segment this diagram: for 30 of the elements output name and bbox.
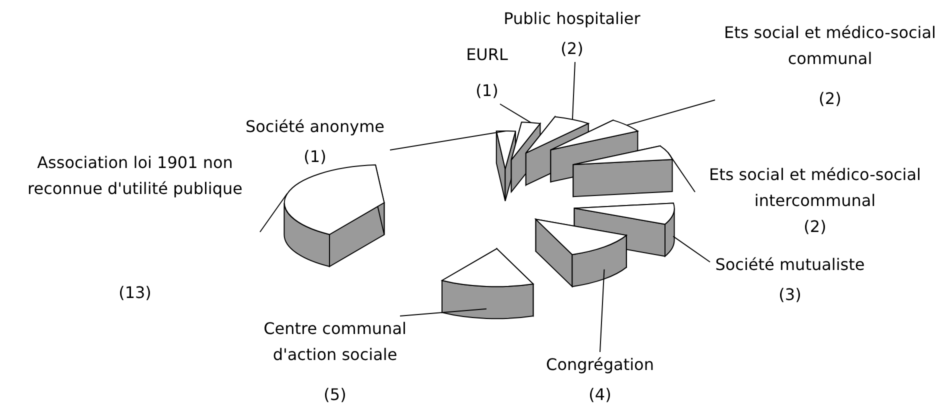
leader-line bbox=[626, 100, 716, 126]
value-label: (3) bbox=[778, 284, 802, 306]
pie-wedge bbox=[572, 145, 673, 198]
leader-line bbox=[667, 152, 696, 192]
leader-line bbox=[500, 104, 532, 124]
category-label: Association loi 1901 non reconnue d'utilité publique bbox=[26, 152, 244, 200]
value-label: (1) bbox=[476, 80, 498, 102]
leader-line bbox=[260, 192, 288, 232]
leader-line bbox=[390, 130, 506, 150]
value-label: (2) bbox=[560, 38, 584, 60]
category-label: Ets social et médico-social communal bbox=[722, 22, 937, 70]
value-label: (5) bbox=[324, 384, 346, 406]
leader-line bbox=[400, 308, 487, 316]
category-label: Congrégation bbox=[546, 354, 654, 376]
value-label: (13) bbox=[118, 282, 152, 304]
category-label: Ets social et médico-social intercommunal bbox=[708, 164, 922, 212]
category-label: Centre communal d'action sociale bbox=[262, 318, 408, 366]
pie-wedge bbox=[442, 248, 534, 320]
value-label: (4) bbox=[588, 384, 612, 406]
category-label: Société anonyme bbox=[245, 116, 384, 138]
category-label: Société mutualiste bbox=[715, 254, 865, 276]
value-label: (2) bbox=[804, 216, 826, 238]
value-label: (1) bbox=[304, 146, 326, 168]
leader-line bbox=[672, 236, 710, 262]
value-label: (2) bbox=[818, 88, 842, 110]
category-label: EURL bbox=[466, 44, 508, 66]
pie-wedge bbox=[535, 218, 627, 288]
pie-wedge bbox=[284, 164, 385, 268]
category-label: Public hospitalier bbox=[504, 8, 640, 30]
leader-line bbox=[572, 62, 576, 120]
